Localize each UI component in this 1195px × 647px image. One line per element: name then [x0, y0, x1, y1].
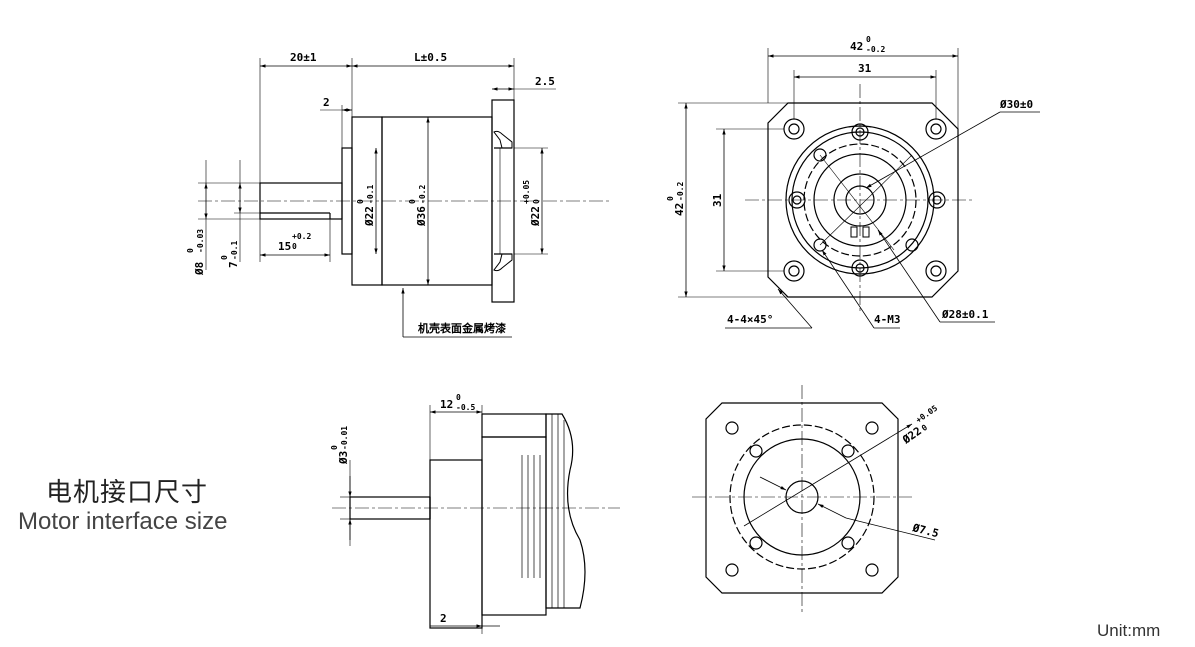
- flat-tol-label: +0.2: [292, 232, 311, 241]
- motor-boss-diameter-tol-zero: 0: [920, 423, 929, 433]
- pcd-label: Ø28±0.1: [941, 308, 989, 321]
- flange-thickness-label: 2.5: [535, 75, 555, 88]
- flat-diameter-tol-zero: 0: [220, 255, 229, 260]
- body-diameter-tol: -0.2: [418, 185, 427, 204]
- pcd-outer-label: Ø30±0: [999, 98, 1033, 111]
- shaft-length-label: 20±1: [290, 51, 317, 64]
- body-length-label: L±0.5: [414, 51, 447, 64]
- motor-shaft-diameter-tol-zero: 0: [330, 445, 339, 450]
- motor-shaft-diameter-label: Ø3: [337, 451, 350, 465]
- motor-shaft-length-tol-zero: 0: [456, 393, 461, 402]
- output-diameter-tol: +0.05: [522, 180, 531, 204]
- output-diameter-label: Ø22: [529, 206, 542, 227]
- shaft-diameter-tol: -0.03: [196, 229, 205, 253]
- section-title-en: Motor interface size: [18, 508, 228, 535]
- height-label: 42: [673, 203, 686, 216]
- output-diameter-tol-zero: 0: [532, 199, 541, 204]
- hole-span-v-label: 31: [711, 193, 724, 207]
- gearbox-front-view: [678, 48, 1040, 329]
- gearbox-side-view: [198, 58, 612, 338]
- coating-note: 机壳表面金属烤漆: [418, 321, 506, 335]
- flat-diameter-tol: -0.1: [230, 241, 239, 260]
- motor-shaft-dia-label: Ø7.5: [910, 521, 940, 540]
- motor-side-view: [332, 405, 620, 634]
- motor-side-labels: 12 0 -0.5 Ø3 0 -0.01 2: [330, 393, 475, 625]
- boss-thickness-label: 2: [323, 96, 330, 109]
- width-label: 42: [850, 40, 863, 53]
- width-tol-zero: 0: [866, 35, 871, 44]
- flat-length-label: 15: [278, 240, 291, 253]
- threads-label: 4-M3: [874, 313, 901, 326]
- shaft-diameter-tol-zero: 0: [186, 248, 195, 253]
- flat-diameter-label: 7: [227, 261, 240, 268]
- chamfer-label: 4-4×45°: [727, 313, 773, 326]
- height-tol-zero: 0: [666, 196, 675, 201]
- motor-shaft-length-label: 12: [440, 398, 453, 411]
- motor-shaft-length-tol: -0.5: [456, 403, 475, 412]
- body-diameter-label: Ø36: [415, 206, 428, 227]
- flat-tol-zero-label: 0: [292, 242, 297, 251]
- section-title-cn: 电机接口尺寸: [46, 478, 209, 508]
- body-diameter-tol-zero: 0: [408, 199, 417, 204]
- boss-diameter-label: Ø22: [363, 206, 376, 227]
- motor-front-labels: Ø22 +0.05 0 Ø7.5: [899, 404, 940, 541]
- shaft-diameter-label: Ø8: [193, 262, 206, 276]
- unit-label: Unit:mm: [1097, 621, 1161, 640]
- width-tol: -0.2: [866, 45, 885, 54]
- boss-diameter-tol-zero: 0: [356, 199, 365, 204]
- gearbox-front-labels: 42 0 -0.2 31 42 0 -0.2 31 4-4×45° 4-M3 Ø…: [666, 35, 1033, 326]
- motor-flange-label: 2: [440, 612, 447, 625]
- gearbox-side-labels: 20±1 L±0.5 2.5 2 15 +0.2 0 Ø8 0 -0.03 7 …: [186, 51, 555, 335]
- motor-boss-diameter-tol: +0.05: [914, 404, 939, 425]
- boss-diameter-tol: -0.1: [366, 185, 375, 204]
- motor-front-view: [692, 385, 936, 612]
- hole-span-label: 31: [858, 62, 872, 75]
- motor-shaft-diameter-tol: -0.01: [340, 426, 349, 450]
- height-tol: -0.2: [676, 182, 685, 201]
